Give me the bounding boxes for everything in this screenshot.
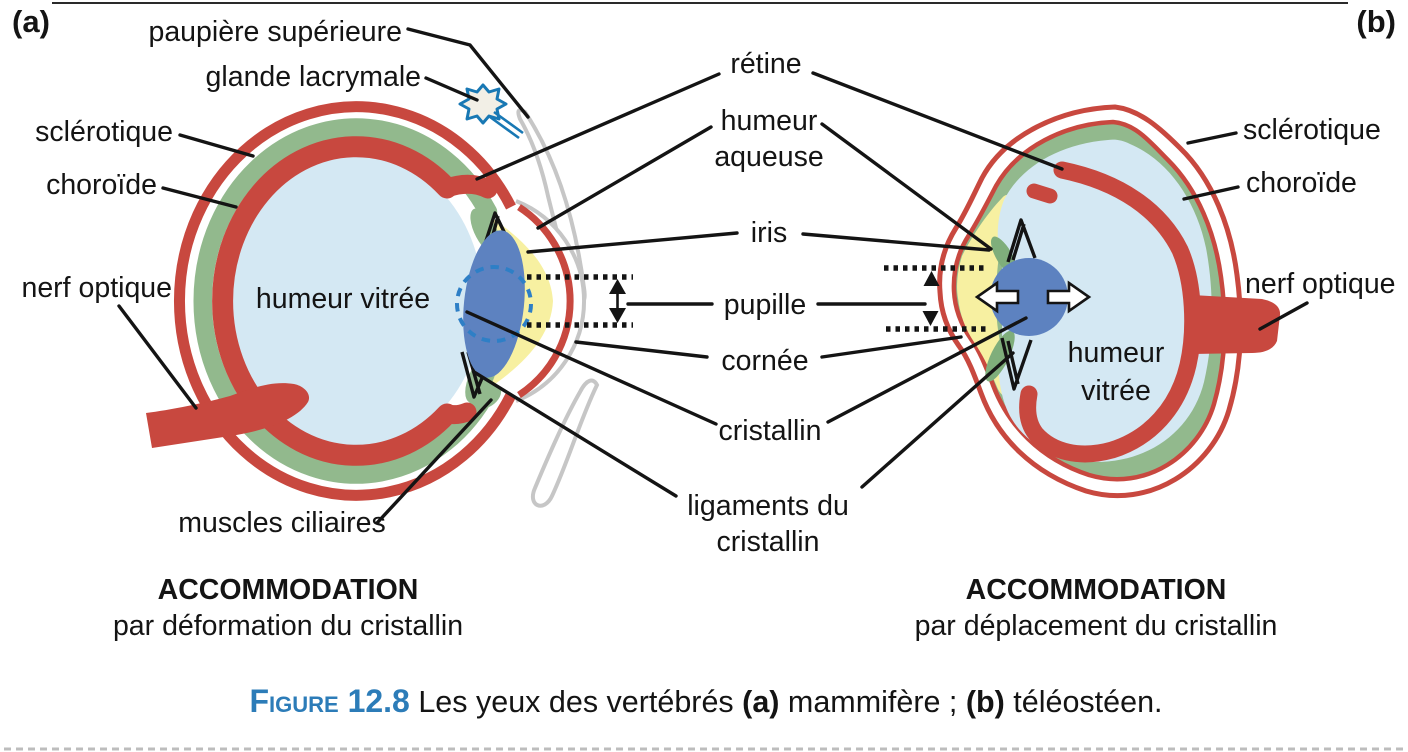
label-paupiere-superieure: paupière supérieure [148,16,402,48]
vitreous-body-a [229,153,483,449]
lens-accommodated-outline-a [455,265,533,343]
pointer-ligaments-right [860,351,1015,489]
label-humeur: humeur [721,105,818,137]
retina-ring-a [212,136,458,466]
pointer-cornee-right [820,335,963,359]
pointer-iris-right [801,232,991,252]
lower-eyelid-shape [531,378,600,508]
label-retine: rétine [730,48,801,80]
label-choroide-b: choroïde [1246,167,1357,199]
choroid-ring-a [193,118,498,484]
cornea-arc-a [517,204,574,398]
lacrimal-gland-shape [458,83,508,125]
pointer-humeur-aqueuse-left [536,125,713,230]
lens-ligaments-bottom-b [1000,337,1033,391]
lens-ligaments-top-b [1006,218,1037,263]
pointer-glande [424,76,479,102]
label-pupille: pupille [724,289,806,321]
label-aqueuse: aqueuse [714,141,823,173]
lens-arrow-right-b [1046,280,1092,314]
label-glande-lacrymale: glande lacrymale [206,61,421,93]
caption-tag-b: (b) [966,685,1005,719]
lens-b [990,258,1068,336]
label-humeur-vitree-b-line1: humeur [1068,337,1165,369]
pupil-arrow-down-a [609,308,626,323]
label-muscles-ciliaires: muscles ciliaires [178,507,385,539]
label-humeur-vitree-b-line2: vitrée [1081,375,1151,407]
accommodation-subtitle-a: par déformation du cristallin [113,610,463,642]
pointer-cornee-left [574,340,709,359]
panel-tag-b: (b) [1356,4,1396,39]
pointer-retine-left [475,72,721,181]
pupil-arrow-down-b [922,311,939,326]
label-nerf-optique-a: nerf optique [21,272,172,304]
pointer-choroide-a [161,186,238,209]
caption-part2: mammifère ; [788,685,966,719]
figure-number: Figure 12.8 [249,683,409,719]
label-humeur-vitree-a: humeur vitrée [256,283,430,315]
pointer-muscles-ciliaires [375,398,493,525]
pupil-dotted-lines-b [884,265,990,332]
figure-caption: Figure 12.8 Les yeux des vertébrés (a) m… [249,683,1162,719]
sclera-ring-a [174,101,516,501]
pointer-cristallin-right [826,316,1028,424]
caption-part3: téléostéen. [1013,685,1162,719]
pupil-arrow-up-b [923,271,940,286]
label-sclerotique-b: sclérotique [1243,114,1381,146]
pointer-choroide-b [1182,185,1240,201]
label-ligaments-line1: ligaments du [687,490,849,522]
accommodation-title-b: ACCOMMODATION [966,574,1227,606]
accommodation-subtitle-b: par déplacement du cristallin [915,610,1278,642]
retina-b [1019,161,1202,463]
mammal-eye-panel [146,83,633,508]
pointer-iris-left [526,231,739,254]
teleost-eye-panel [884,104,1281,498]
label-nerf-optique-b: nerf optique [1245,268,1396,300]
optic-nerve-a [146,383,310,448]
label-sclerotique-a: sclérotique [35,116,173,148]
pointer-nerf-optique-a [117,304,198,410]
lacrimal-duct [489,110,524,140]
pupil-dotted-lines-a [527,274,633,328]
retina-front-end-bottom-a [437,402,477,425]
pointer-cristallin-left [465,310,718,426]
pupil-arrow-up-a [609,279,626,294]
label-cristallin: cristallin [719,415,822,447]
pointer-humeur-aqueuse-right [820,122,993,251]
pointer-ligaments-left [472,370,678,498]
lens-arrow-left-b [974,280,1020,314]
pointer-sclerotique-b [1186,131,1238,145]
optic-nerve-b [1192,295,1281,354]
retina-front-tip-b [1026,183,1058,204]
label-iris: iris [751,217,787,249]
lens-a [463,230,525,378]
labels: (a) (b) paupière supérieure glande lacry… [12,4,1396,642]
pointer-sclerotique-a [178,133,255,158]
pointer-lines [117,27,1309,525]
pointer-paupiere [406,27,530,119]
pointer-retine-right [811,71,1064,171]
panel-tag-a: (a) [12,4,50,39]
retina-front-end-top-a [437,174,498,199]
label-cornee: cornée [721,345,808,377]
caption-tag-a: (a) [742,685,779,719]
label-ligaments-line2: cristallin [717,526,820,558]
accommodation-title-a: ACCOMMODATION [158,574,419,606]
ciliary-muscle-a [474,383,502,409]
caption-part1: Les yeux des vertébrés [418,685,742,719]
pointer-nerf-optique-b [1258,301,1309,331]
label-choroide-a: choroïde [46,169,157,201]
